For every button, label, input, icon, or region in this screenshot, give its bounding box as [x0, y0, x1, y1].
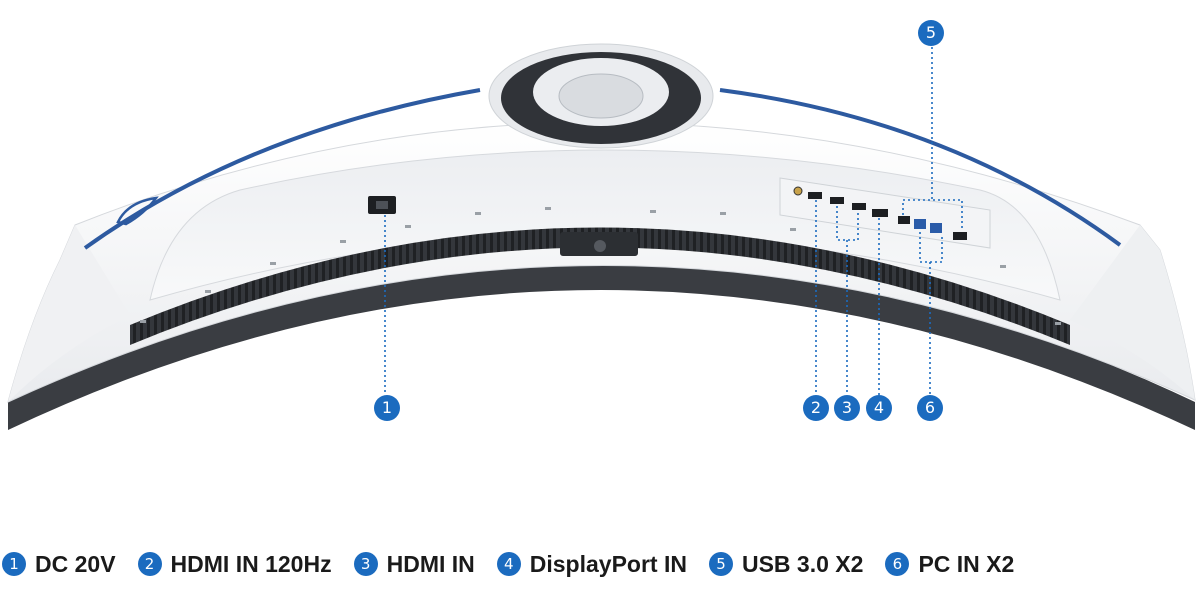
legend-item-1: 1 DC 20V — [2, 551, 116, 578]
usb-port-2 — [914, 219, 926, 229]
callout-marker-3: 3 — [834, 395, 860, 421]
usb-port-1 — [898, 216, 910, 224]
legend-item-2: 2 HDMI IN 120Hz — [137, 550, 332, 578]
legend-label-6: PC IN X2 — [918, 550, 1015, 577]
left-logo-mark — [116, 196, 159, 226]
hdmi-port-1 — [808, 192, 822, 199]
vent-grille — [130, 227, 1070, 345]
legend-number-4: 4 — [496, 552, 521, 576]
left-side-panel — [8, 225, 130, 402]
displayport-port — [872, 209, 888, 217]
legend-item-4: 4 DisplayPort IN — [496, 550, 687, 578]
hdmi-port-3 — [852, 203, 866, 210]
hdmi-port-2 — [830, 197, 844, 204]
legend-number-3: 3 — [353, 552, 378, 576]
callout-marker-6: 6 — [917, 395, 943, 421]
legend-label-4: DisplayPort IN — [529, 550, 687, 577]
legend-item-5: 5 USB 3.0 X2 — [708, 550, 864, 578]
joystick-button — [594, 240, 606, 252]
port-legend: 1 DC 20V 2 HDMI IN 120Hz 3 HDMI IN 4 Dis… — [0, 547, 1200, 581]
callout-marker-1: 1 — [374, 395, 400, 421]
legend-item-3: 3 HDMI IN — [353, 550, 475, 578]
legend-label-3: HDMI IN — [386, 550, 475, 577]
right-accent-stripe — [719, 88, 1122, 247]
left-accent-stripe — [83, 88, 481, 250]
monitor-rear-illustration — [7, 43, 1196, 430]
panel-tick-marks — [140, 207, 1061, 325]
audio-jack — [793, 186, 803, 196]
stand-mount-inner — [558, 73, 644, 119]
legend-label-1: DC 20V — [35, 550, 116, 577]
right-side-panel — [1070, 225, 1195, 400]
legend-number-1: 1 — [2, 552, 26, 576]
usb-port-3 — [930, 223, 942, 233]
callout-marker-5: 5 — [918, 20, 944, 46]
legend-item-6: 6 PC IN X2 — [885, 551, 1014, 578]
monitor-bottom-edge — [8, 261, 1195, 430]
legend-number-2: 2 — [137, 552, 162, 576]
callout-marker-2: 2 — [803, 395, 829, 421]
legend-number-6: 6 — [885, 552, 910, 576]
leader-lines — [384, 47, 963, 395]
legend-number-5: 5 — [708, 552, 733, 576]
legend-label-2: HDMI IN 120Hz — [170, 550, 332, 577]
usb-port-4 — [953, 232, 967, 240]
legend-label-5: USB 3.0 X2 — [741, 550, 864, 577]
callout-marker-4: 4 — [866, 395, 892, 421]
dc-power-socket — [376, 201, 388, 209]
